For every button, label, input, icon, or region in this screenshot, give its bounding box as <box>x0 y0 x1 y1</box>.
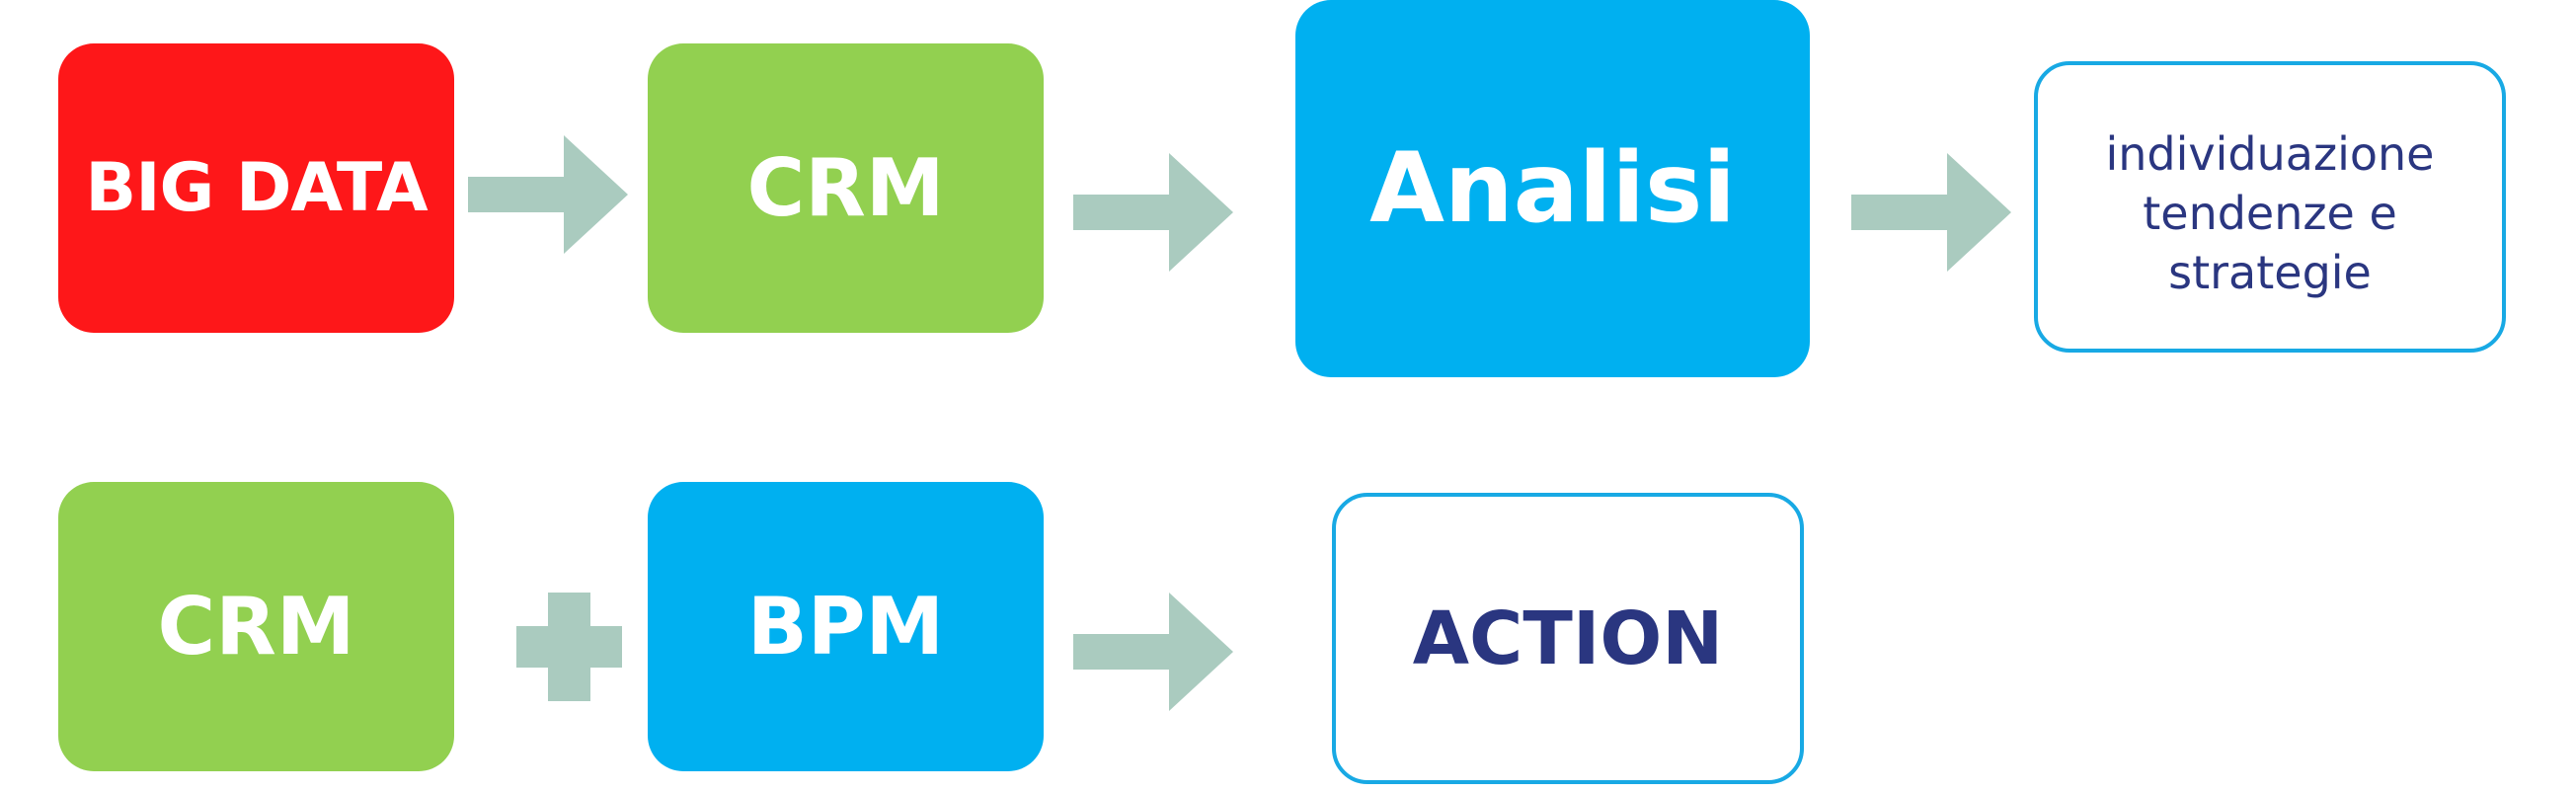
outcome-line: individuazione <box>2105 127 2435 181</box>
crm-label: CRM <box>157 581 355 673</box>
bpm-box: BPM <box>648 482 1044 771</box>
crm-box: CRM <box>58 482 454 771</box>
plus-icon <box>516 593 622 701</box>
outcome-line: strategie <box>2168 246 2372 299</box>
big-data-box: BIG DATA <box>58 43 454 333</box>
outcome-box: individuazione tendenze e strategie <box>2034 61 2506 353</box>
action-label: ACTION <box>1412 595 1724 681</box>
action-box: ACTION <box>1332 493 1804 784</box>
right-arrow-icon <box>1073 593 1233 711</box>
crm-box: CRM <box>648 43 1044 333</box>
bpm-label: BPM <box>746 581 945 673</box>
right-arrow-icon <box>1851 153 2011 272</box>
outcome-line: tendenze e <box>2143 187 2397 240</box>
analisi-box: Analisi <box>1295 0 1810 377</box>
analisi-label: Analisi <box>1369 132 1736 245</box>
crm-label: CRM <box>746 142 945 234</box>
right-arrow-icon <box>1073 153 1233 272</box>
big-data-label: BIG DATA <box>85 149 428 227</box>
right-arrow-icon <box>468 135 628 254</box>
